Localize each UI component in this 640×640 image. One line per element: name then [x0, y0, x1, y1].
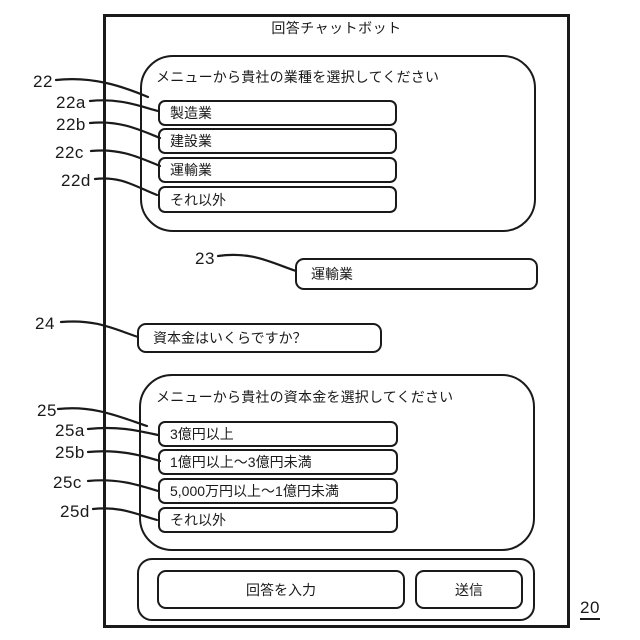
industry-option-manufacturing[interactable]: 製造業 — [158, 100, 397, 126]
industry-option-transportation[interactable]: 運輸業 — [158, 157, 397, 183]
capital-option-other[interactable]: それ以外 — [158, 507, 398, 533]
user-response-bubble: 運輸業 — [295, 258, 538, 290]
industry-menu-prompt: メニューから貴社の業種を選択してください — [156, 69, 440, 85]
ref-label-22c: 22c — [55, 143, 84, 162]
ref-label-25a: 25a — [55, 421, 85, 440]
ref-label-22d: 22d — [61, 171, 91, 190]
bot-question-bubble: 資本金はいくらですか？ — [137, 323, 382, 353]
capital-option-100m-300m[interactable]: 1億円以上～3億円未満 — [158, 449, 398, 475]
chatbot-window-title: 回答チャットボット — [271, 20, 402, 36]
answer-input-field[interactable]: 回答を入力 — [157, 570, 405, 609]
send-button[interactable]: 送信 — [415, 570, 523, 609]
capital-option-50m-100m[interactable]: 5,000万円以上～1億円未満 — [158, 478, 398, 504]
ref-label-22b: 22b — [56, 115, 86, 134]
ref-label-24: 24 — [35, 314, 55, 333]
ref-label-25c: 25c — [53, 473, 82, 492]
industry-option-other[interactable]: それ以外 — [158, 186, 397, 213]
ref-label-25: 25 — [37, 401, 57, 420]
ref-label-22a: 22a — [56, 93, 86, 112]
capital-menu-prompt: メニューから貴社の資本金を選択してください — [156, 389, 454, 405]
ref-label-23: 23 — [195, 249, 215, 268]
industry-option-construction[interactable]: 建設業 — [158, 128, 397, 154]
capital-option-over-300m[interactable]: 3億円以上 — [158, 421, 398, 447]
ref-label-25b: 25b — [55, 443, 85, 462]
ref-label-20: 20 — [580, 599, 600, 620]
ref-label-25d: 25d — [60, 502, 90, 521]
ref-label-22: 22 — [33, 72, 53, 91]
